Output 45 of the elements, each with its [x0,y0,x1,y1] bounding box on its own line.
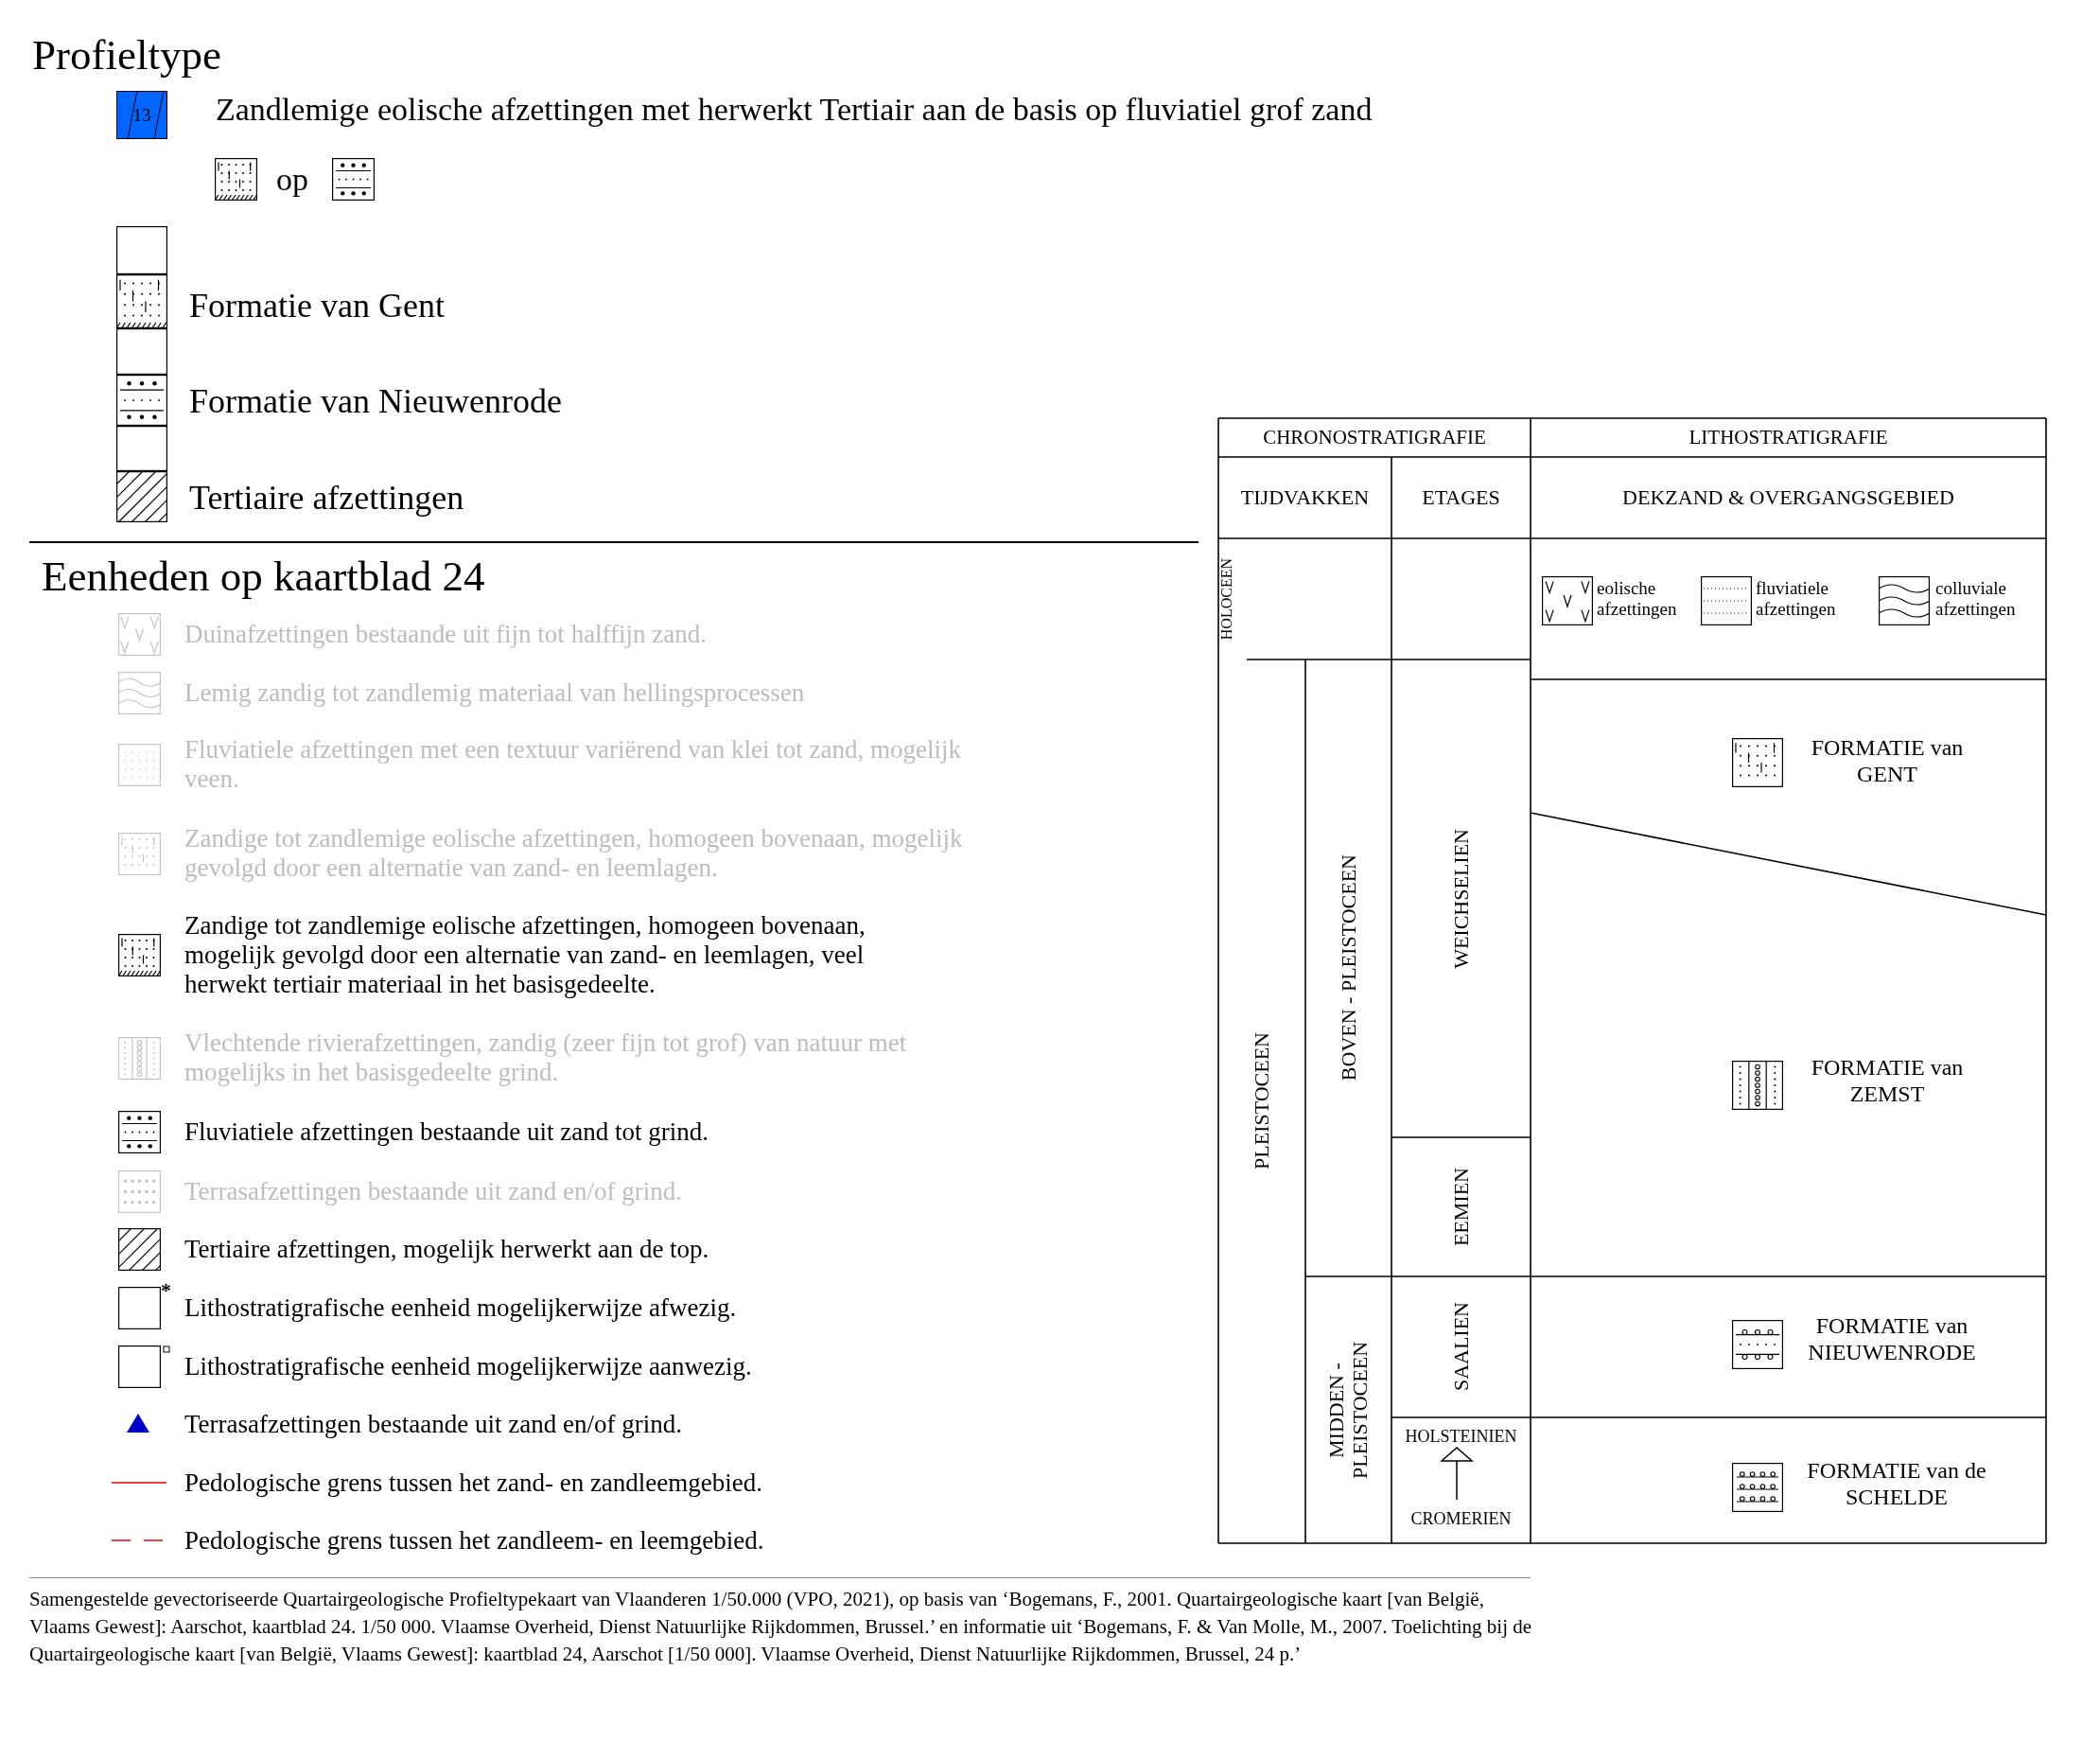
period-label: BOVEN - PLEISTOCEEN [1336,854,1361,1082]
legend-text: Zandige tot zandlemige eolische afzettingen, homogeen bovenaan, mogelijk gevolgd door een alternatie van zand- en leemlagen, veel herwekt tertiair materiaal in het basisgedeelte. [184,910,866,999]
legend-text: Lemig zandig tot zandlemig materiaal van hellingsprocessen [184,677,806,708]
period-label: PLEISTOCEEN [1250,1032,1274,1170]
stage-label: EEMIEN [1448,1167,1474,1247]
label-text: Formatie van Nieuwenrode [189,383,562,421]
stage-label: HOLSTEINIEN [1405,1426,1517,1447]
column-header: ETAGES [1422,485,1500,510]
legend-text: Pedologische grens tussen het zandleem- en leemgebied. [184,1525,765,1556]
label-text: op [276,162,308,198]
period-label: MIDDEN - PLEISTOCEEN [1324,1340,1373,1481]
source-note: Samengestelde gevectoriseerde Quartairgeologische Profieltypekaart van Vlaanderen 1/50.000 (VPO, 2021), op basis van ‘Bogemans, F., 2001. Quartairgeologische kaart [van België, Vlaams Gewest]: Aarschot, kaartblad 24. 1/50 000. Vlaamse Overheid, Dienst Natuurlijke Rijkdommen, Brussel.’ en informatie uit ‘Bogemans, F. & Van Molle, M., 2007. Toelichting bij de Quartairgeologische kaart [van België, Vlaams Gewest]: kaartblad 24, Aarschot [1/50 000]. Vlaamse Overheid, Dienst Natuurlijke Rijkdommen, Brussel, 24 p.’ [29,1587,1533,1667]
legend-text: Terrasafzettingen bestaande uit zand en/of grind. [184,1409,683,1439]
stage-label: CROMERIEN [1410,1508,1512,1529]
legend-text: Fluviatiele afzettingen bestaande uit zand tot grind. [184,1117,710,1147]
label-text: Tertiaire afzettingen [189,480,464,518]
asterisk-mark: * [161,1278,171,1303]
column-header: TIJDVAKKEN [1240,485,1370,510]
label-text: Formatie van Gent [189,288,445,325]
label-text: Zandlemige eolische afzettingen met herwerkt Tertiair aan de basis op fluviatiel grof zand [216,92,1373,128]
legend-text: colluviale afzettingen [1935,578,2017,620]
legend-text: Duinafzettingen bestaande uit fijn tot halffijn zand. [184,619,709,649]
column-header: DEKZAND & OVERGANGSGEBIED [1622,485,1954,510]
formation-label: FORMATIE van de SCHELDE [1806,1458,1987,1511]
swatch-number: 13 [132,104,151,126]
legend-text: Lithostratigrafische eenheid mogelijkerwijze afwezig. [184,1293,738,1323]
period-label: HOLOCEEN [1218,557,1235,641]
legend-text: Zandige tot zandlemige eolische afzettingen, homogeen bovenaan, mogelijk gevolgd door een alternatie van zand- en leemlagen. [184,824,964,883]
section-heading: Eenheden op kaartblad 24 [42,554,485,601]
legend-text: fluviatiele afzettingen [1756,578,1837,620]
formation-label: FORMATIE van ZEMST [1810,1055,1965,1108]
legend-text: Tertiaire afzettingen, mogelijk herwerkt aan de top. [184,1234,710,1264]
stage-label: WEICHSELIEN [1448,828,1474,969]
legend-text: Pedologische grens tussen het zand- en zandleemgebied. [184,1468,764,1498]
column-header: CHRONOSTRATIGRAFIE [1263,426,1486,449]
stage-label: SAALIEN [1448,1302,1474,1392]
legend-text: Terrasafzettingen bestaande uit zand en/of grind. [184,1176,683,1206]
legend-text: Fluviatiele afzettingen met een textuur variërend van klei tot zand, mogelijk veen. [184,735,962,794]
formation-label: FORMATIE van GENT [1810,735,1965,788]
legend-text: Vlechtende rivierafzettingen, zandig (zeer fijn tot grof) van natuur met mogelijks in het basisgedeelte grind. [184,1029,908,1087]
formation-label: FORMATIE van NIEUWENRODE [1807,1313,1977,1366]
legend-text: Lithostratigrafische eenheid mogelijkerwijze aanwezig. [184,1351,753,1381]
heading: Profieltype [32,30,221,79]
legend-text: eolische afzettingen [1597,578,1678,620]
column-header: LITHOSTRATIGRAFIE [1689,426,1888,449]
